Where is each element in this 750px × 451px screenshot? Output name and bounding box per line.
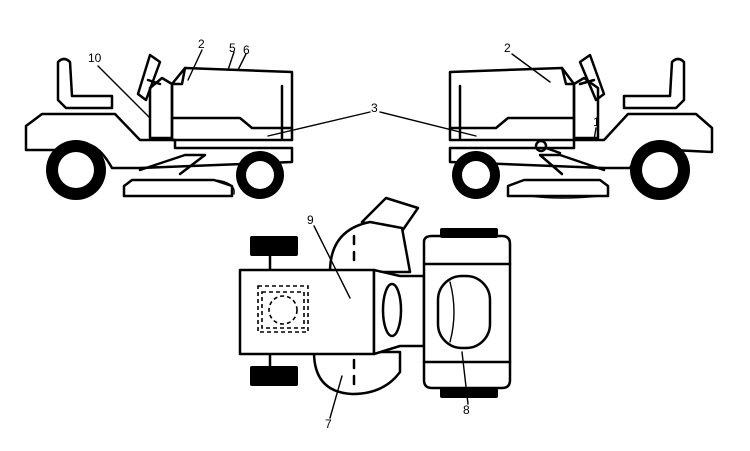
leader-lines bbox=[97, 49, 597, 419]
callout-1: 1 bbox=[593, 115, 600, 129]
left-seat bbox=[56, 57, 114, 110]
callout-labels: 10 2 5 6 3 2 1 9 7 8 bbox=[88, 37, 600, 431]
left-dash bbox=[148, 76, 174, 140]
left-steering-wheel bbox=[136, 53, 162, 102]
left-hood bbox=[170, 66, 294, 142]
tractor-top-view bbox=[238, 196, 512, 398]
callout-9: 9 bbox=[307, 213, 314, 227]
top-rear-tire-lower bbox=[440, 388, 498, 398]
right-seat bbox=[622, 57, 686, 110]
tractor-left-side-view bbox=[24, 53, 294, 200]
right-mower-deck bbox=[506, 178, 610, 198]
callout-10: 10 bbox=[88, 51, 102, 65]
callout-3: 3 bbox=[371, 101, 378, 115]
callout-5: 5 bbox=[229, 41, 236, 55]
callout-8: 8 bbox=[463, 403, 470, 417]
top-engine-outline bbox=[257, 285, 309, 333]
top-steering-wheel bbox=[381, 282, 403, 338]
right-steering-wheel bbox=[578, 53, 606, 102]
top-deck-upper bbox=[328, 220, 412, 274]
top-deck-lower bbox=[312, 350, 402, 396]
right-dash bbox=[572, 76, 600, 140]
callout-7: 7 bbox=[325, 417, 332, 431]
callout-2-left: 2 bbox=[198, 37, 205, 51]
callout-6: 6 bbox=[243, 43, 250, 57]
tractor-right-side-view bbox=[448, 53, 714, 200]
top-rear-tire-upper bbox=[440, 228, 498, 238]
top-hood bbox=[238, 268, 376, 356]
top-front-tire-upper bbox=[250, 236, 298, 256]
right-hood bbox=[448, 66, 576, 142]
callout-2-right: 2 bbox=[504, 41, 511, 55]
top-front-tire-lower bbox=[250, 366, 298, 386]
left-mower-deck bbox=[122, 178, 234, 198]
top-seat bbox=[436, 274, 492, 350]
